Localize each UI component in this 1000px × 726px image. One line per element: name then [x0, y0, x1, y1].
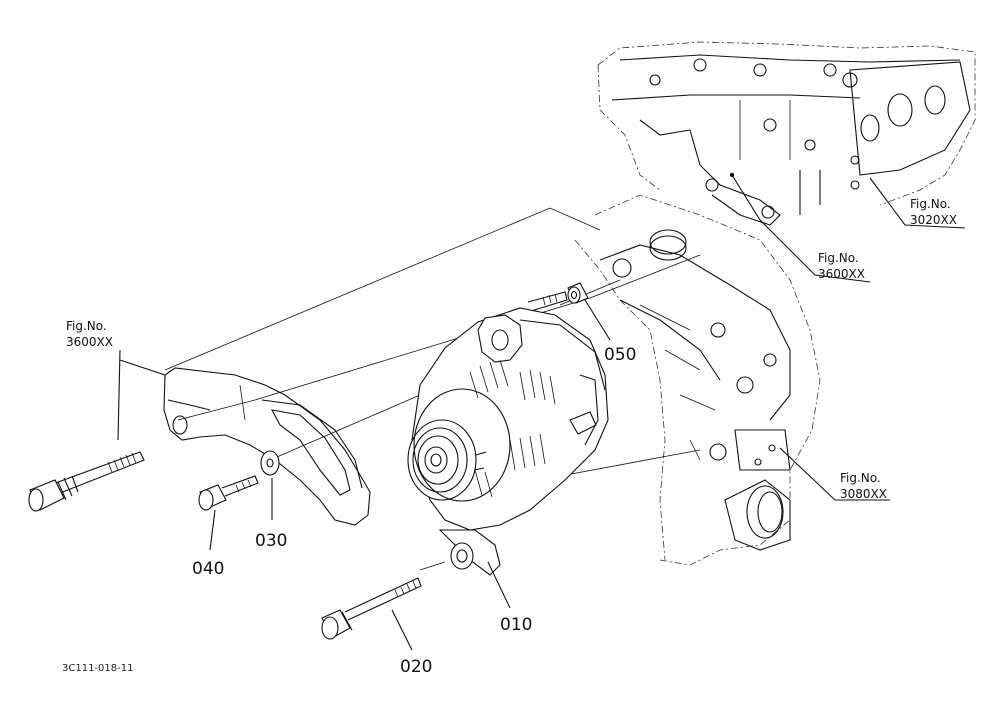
- front-cover: [574, 194, 821, 566]
- svg-text:Fig.No.: Fig.No.: [818, 251, 859, 265]
- fig-ref-3080: Fig.No. 3080XX: [840, 471, 887, 501]
- bolt-020: [321, 577, 422, 640]
- svg-text:3080XX: 3080XX: [840, 487, 887, 501]
- svg-text:Fig.No.: Fig.No.: [840, 471, 881, 485]
- svg-text:Fig.No.: Fig.No.: [66, 319, 107, 333]
- callout-050: 050: [604, 345, 636, 365]
- callout-020: 020: [400, 657, 432, 677]
- stud-bolt: [28, 451, 145, 512]
- callout-010: 010: [500, 615, 532, 635]
- bolt-040: [198, 475, 259, 511]
- fig-ref-left: Fig.No. 3600XX: [66, 319, 113, 349]
- svg-text:3600XX: 3600XX: [818, 267, 865, 281]
- alternator-010: [407, 307, 609, 576]
- alternator-bracket: [163, 367, 371, 526]
- leader-lines: [117, 172, 966, 651]
- fig-ref-3020: Fig.No. 3020XX: [910, 197, 957, 227]
- washer-030: [260, 450, 280, 476]
- drawing-code: 3C111-018-11: [62, 663, 133, 674]
- svg-text:Fig.No.: Fig.No.: [910, 197, 951, 211]
- fig-ref-3600-right: Fig.No. 3600XX: [818, 251, 865, 281]
- nut-050: [527, 282, 589, 312]
- engine-block: [597, 41, 976, 226]
- callout-040: 040: [192, 559, 224, 579]
- svg-text:3600XX: 3600XX: [66, 335, 113, 349]
- callout-030: 030: [255, 531, 287, 551]
- svg-text:3020XX: 3020XX: [910, 213, 957, 227]
